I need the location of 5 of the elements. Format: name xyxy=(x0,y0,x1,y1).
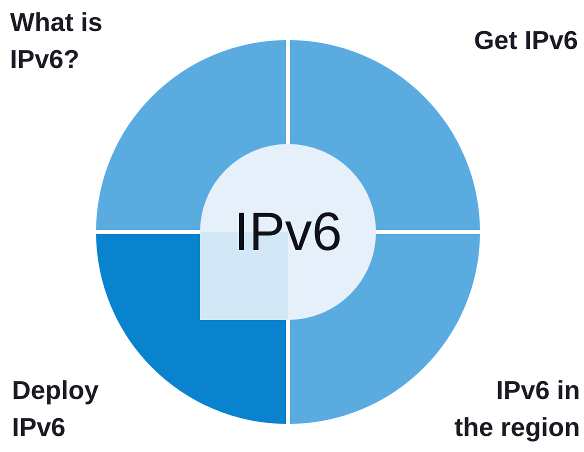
quadrant-label: Get IPv6 xyxy=(472,24,578,57)
center-title: IPv6 xyxy=(232,205,344,259)
quadrant-label: IPv6 in the region xyxy=(453,374,580,444)
quadrant-label: What is IPv6? xyxy=(10,6,104,76)
quadrant-label: Deploy IPv6 xyxy=(12,374,100,444)
